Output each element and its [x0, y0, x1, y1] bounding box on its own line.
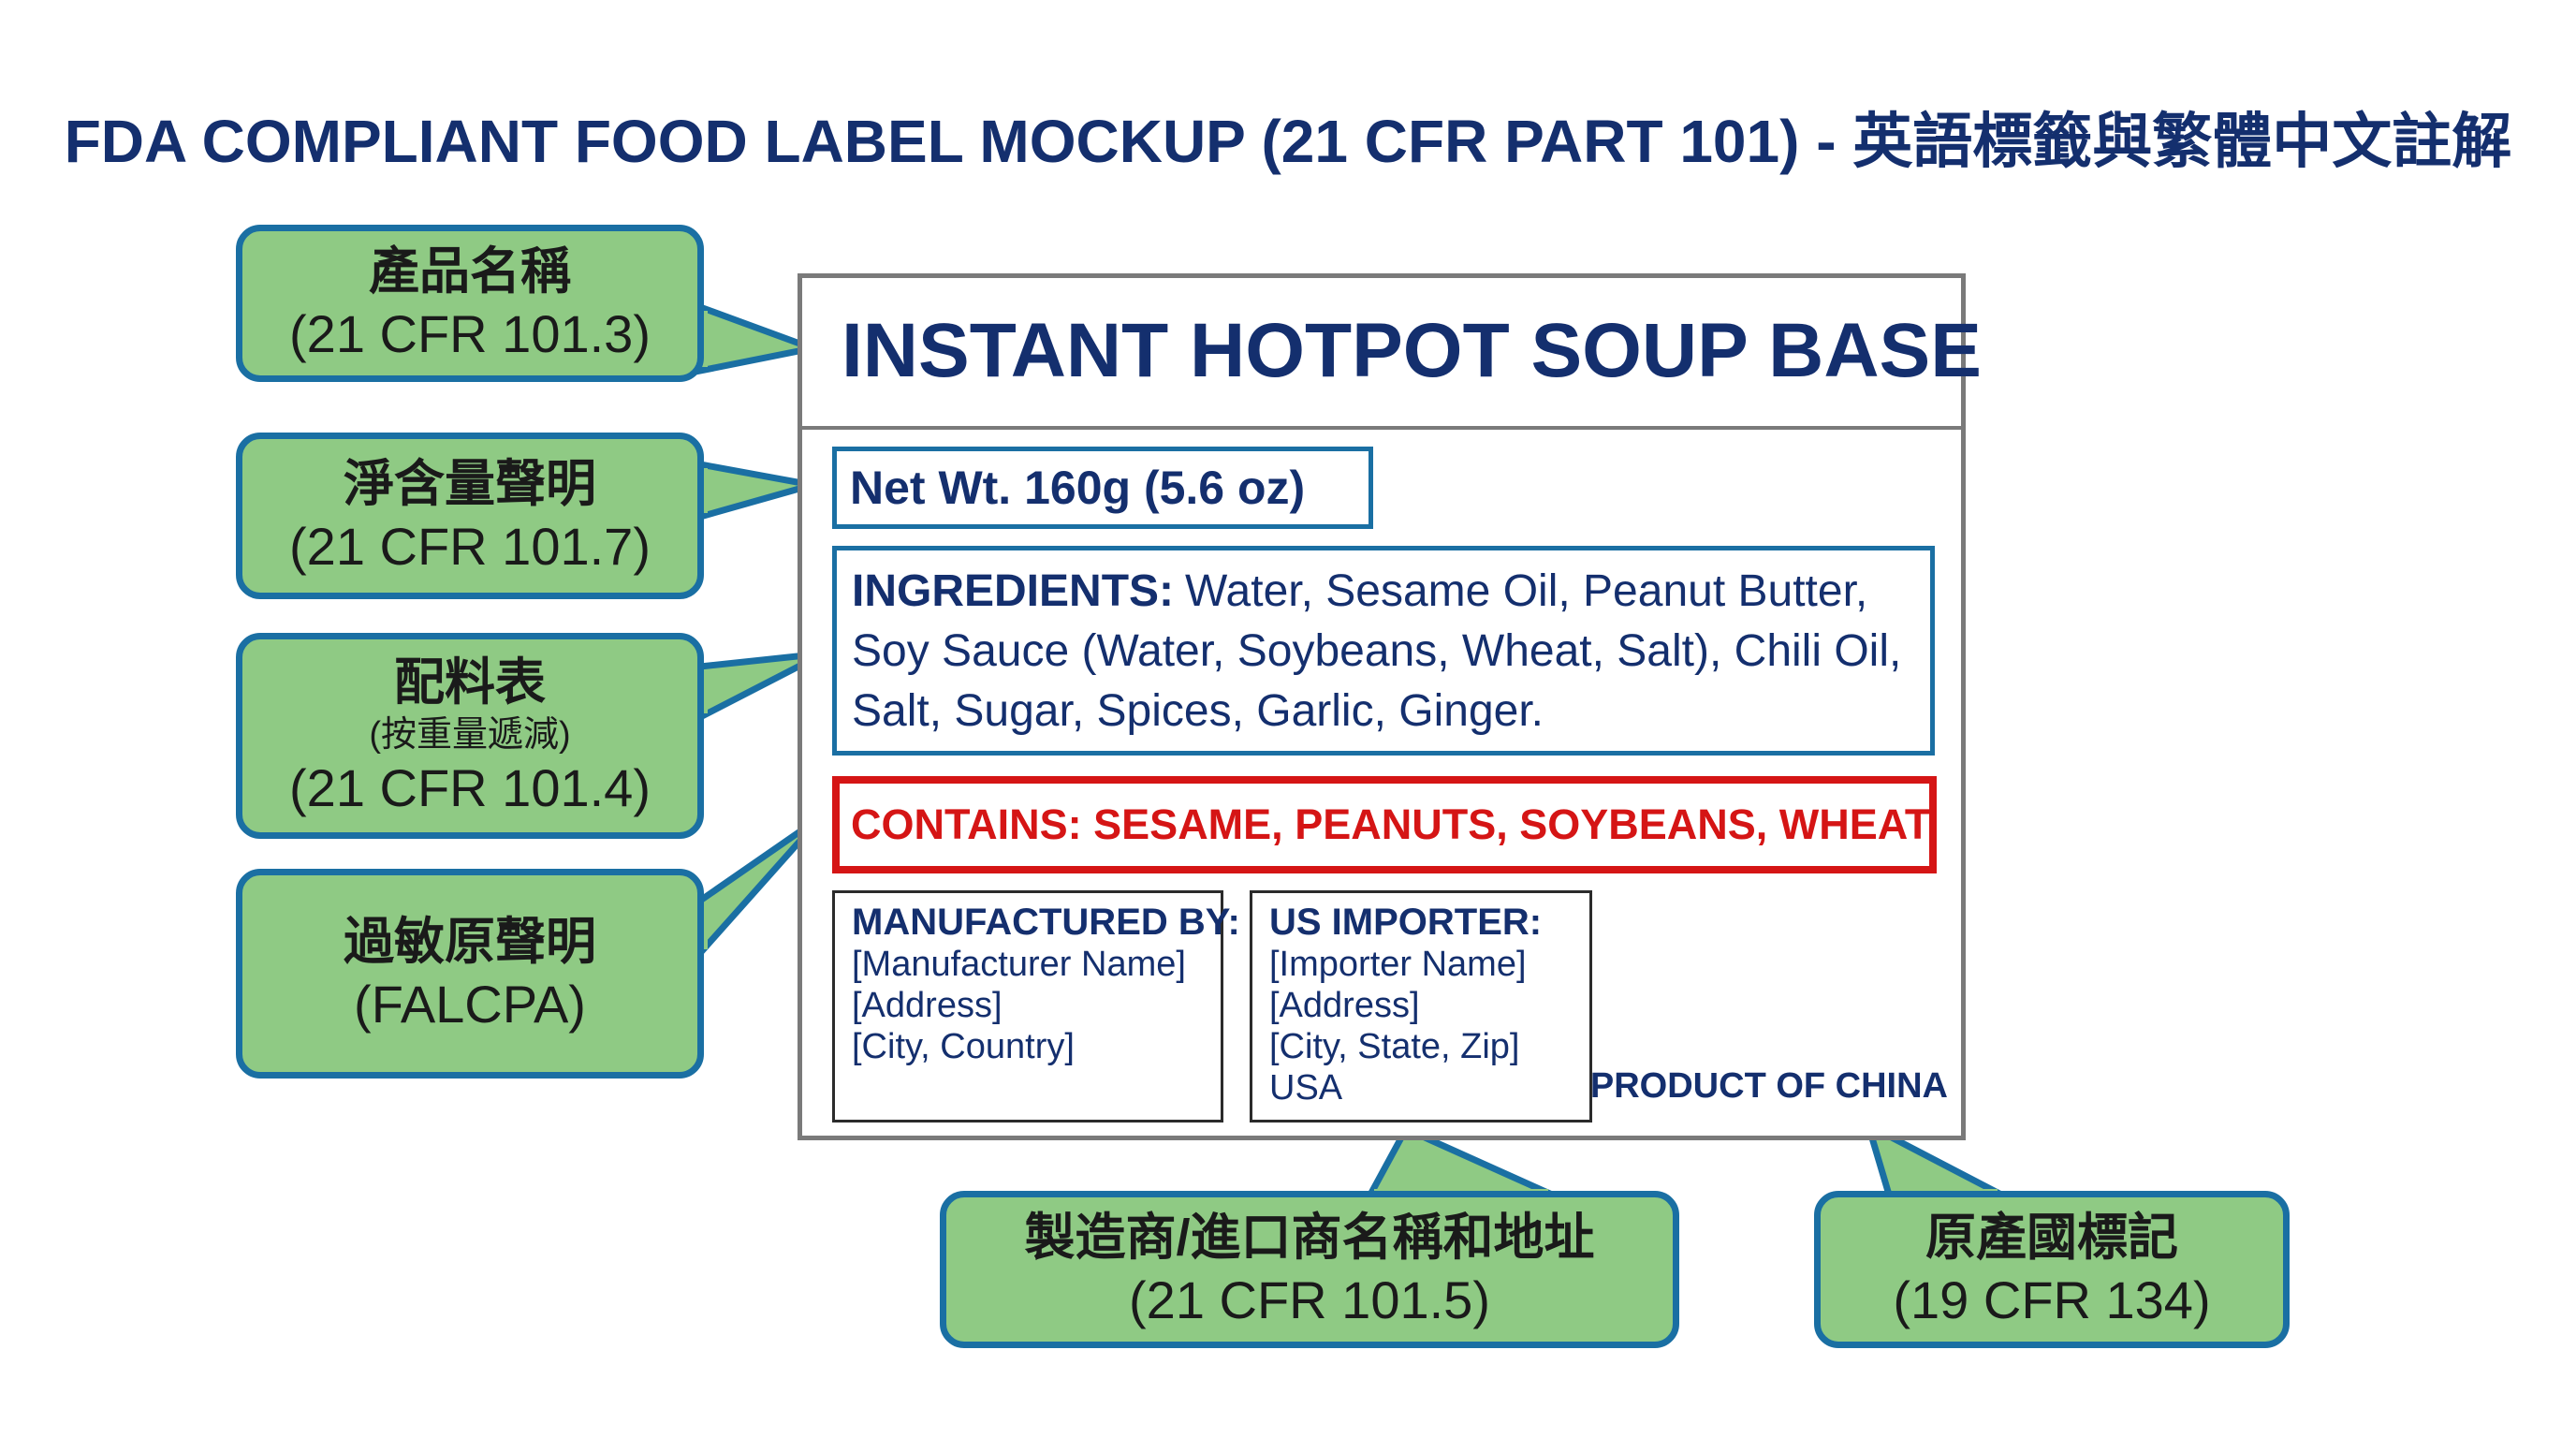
callout-manufacturer-importer: 製造商/進口商名稱和地址 (21 CFR 101.5) — [940, 1191, 1679, 1348]
net-weight-box: Net Wt. 160g (5.6 oz) — [832, 447, 1373, 529]
pointer-net-weight — [696, 460, 813, 521]
ingredients-statement: INGREDIENTS:Water, Sesame Oil, Peanut Bu… — [852, 562, 1915, 741]
callout-title: 製造商/進口商名稱和地址 — [1024, 1210, 1595, 1266]
callout-net-weight: 淨含量聲明 (21 CFR 101.7) — [236, 433, 704, 599]
ingredients-box: INGREDIENTS:Water, Sesame Oil, Peanut Bu… — [832, 546, 1935, 756]
allergen-statement: CONTAINS: SESAME, PEANUTS, SOYBEANS, WHE… — [851, 800, 1931, 848]
importer-heading: US IMPORTER: — [1269, 902, 1543, 943]
importer-country: USA — [1269, 1068, 1343, 1108]
callout-product-name: 產品名稱 (21 CFR 101.3) — [236, 225, 704, 382]
callout-reference: (21 CFR 101.7) — [289, 517, 651, 576]
manufacturer-heading: MANUFACTURED BY: — [852, 902, 1240, 943]
net-weight: Net Wt. 160g (5.6 oz) — [850, 462, 1306, 514]
allergen-box: CONTAINS: SESAME, PEANUTS, SOYBEANS, WHE… — [832, 776, 1937, 873]
callout-reference: (21 CFR 101.5) — [1129, 1270, 1490, 1329]
callout-reference: (21 CFR 101.4) — [289, 758, 651, 817]
manufacturer-city: [City, Country] — [852, 1027, 1075, 1066]
importer-address: [Address] — [1269, 986, 1420, 1025]
pointer-product-name — [696, 301, 825, 375]
importer-box: US IMPORTER: [Importer Name] [Address] [… — [1250, 890, 1592, 1123]
label-header: INSTANT HOTPOT SOUP BASE — [802, 278, 1982, 430]
ingredients-heading: INGREDIENTS: — [852, 566, 1175, 616]
callout-title: 過敏原聲明 — [344, 914, 596, 970]
callout-country-of-origin: 原產國標記 (19 CFR 134) — [1814, 1191, 2290, 1348]
food-label: INSTANT HOTPOT SOUP BASE Net Wt. 160g (5… — [798, 273, 1982, 1140]
callout-title: 原產國標記 — [1925, 1210, 2178, 1266]
importer-name: [Importer Name] — [1269, 945, 1527, 984]
callout-subtitle: (按重量遞減) — [369, 715, 571, 755]
manufacturer-name: [Manufacturer Name] — [852, 945, 1186, 984]
callout-reference: (19 CFR 134) — [1893, 1270, 2211, 1329]
callout-reference: (FALCPA) — [354, 975, 586, 1034]
callout-allergen: 過敏原聲明 (FALCPA) — [236, 869, 704, 1078]
callout-ingredients: 配料表 (按重量遞減) (21 CFR 101.4) — [236, 633, 704, 839]
callout-title: 淨含量聲明 — [344, 456, 596, 512]
importer-city: [City, State, Zip] — [1269, 1027, 1520, 1066]
page-title: FDA COMPLIANT FOOD LABEL MOCKUP (21 CFR … — [64, 108, 2512, 175]
manufacturer-address: [Address] — [852, 986, 1003, 1025]
country-of-origin: PRODUCT OF CHINA — [1589, 1066, 1948, 1106]
product-name: INSTANT HOTPOT SOUP BASE — [842, 308, 1982, 393]
callout-title: 配料表 — [394, 654, 546, 711]
callout-title: 產品名稱 — [369, 243, 571, 300]
ingredients-list: Water, Sesame Oil, Peanut Butter, Soy Sa… — [852, 566, 1902, 736]
manufacturer-box: MANUFACTURED BY: [Manufacturer Name] [Ad… — [832, 890, 1240, 1123]
callout-reference: (21 CFR 101.3) — [289, 304, 651, 363]
